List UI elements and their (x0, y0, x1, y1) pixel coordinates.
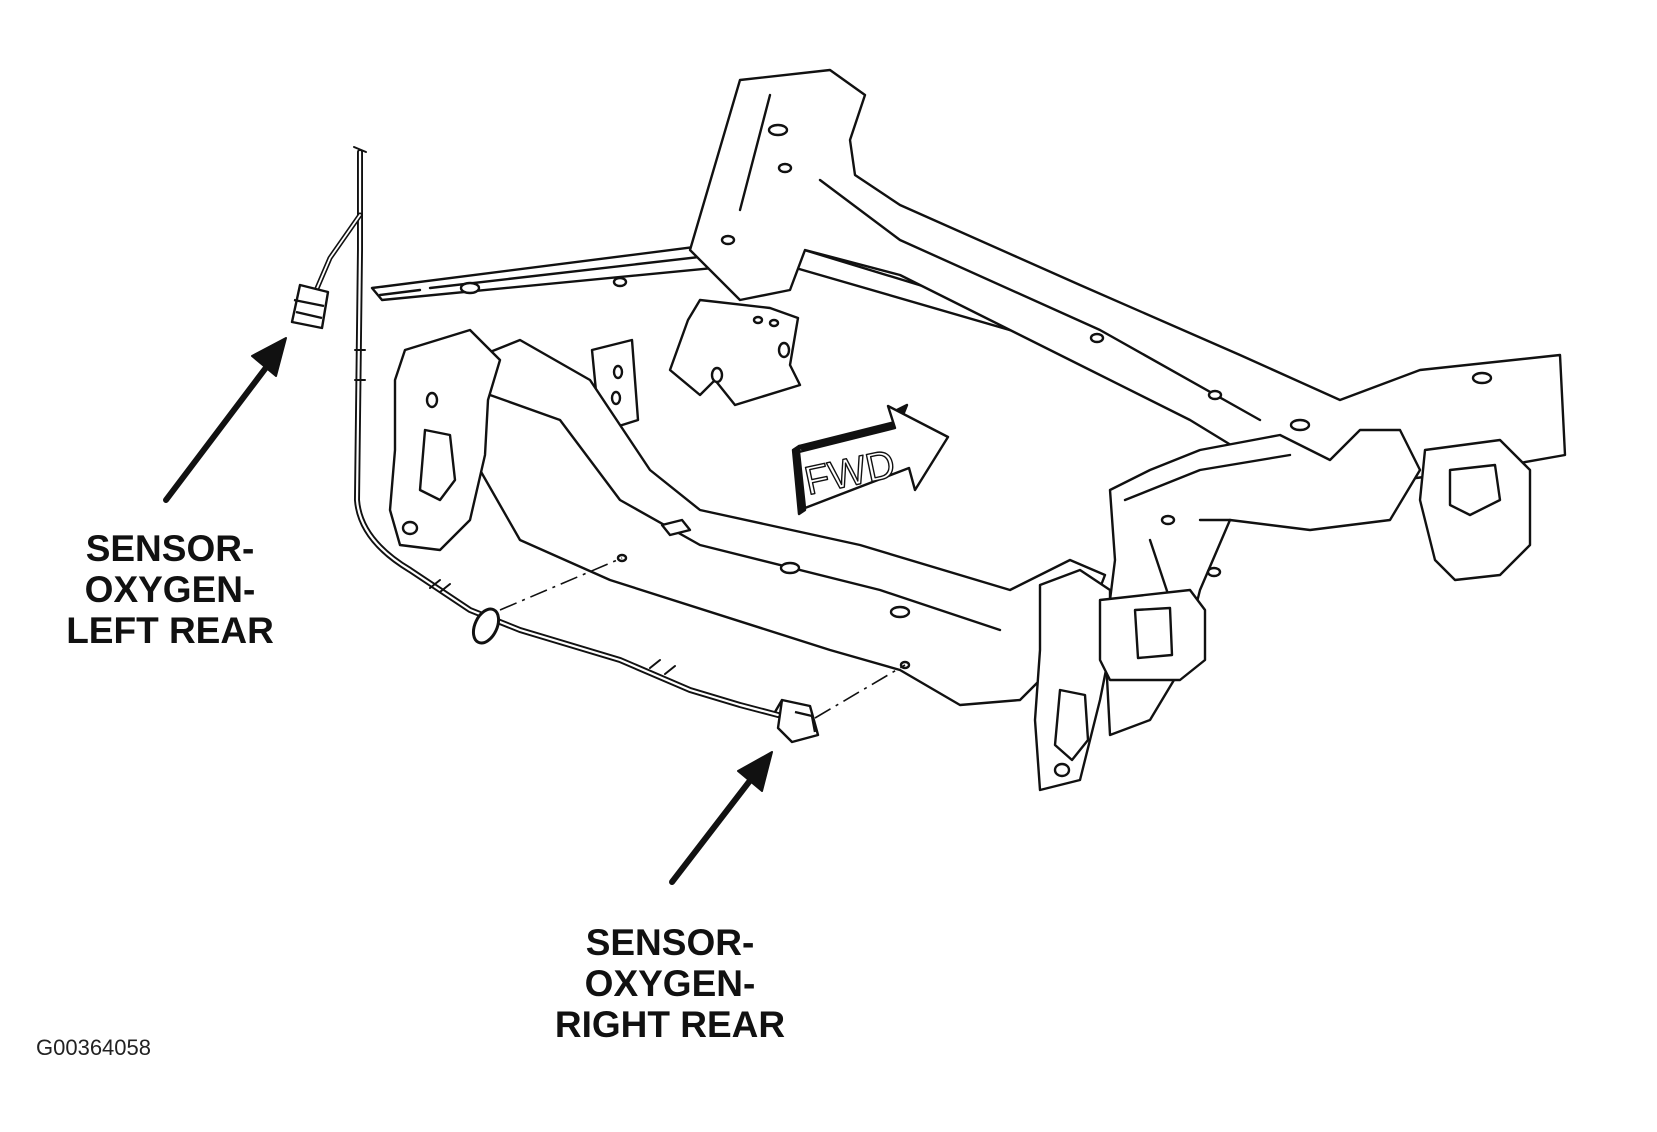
rail-hole (1289, 418, 1311, 432)
body-mount-cushion (1448, 463, 1502, 517)
rail-hole (1206, 566, 1222, 578)
pointer-arrows (163, 337, 773, 885)
center-bracket (668, 298, 802, 407)
label-sensor-oxygen-right-rear: SENSOR- OXYGEN- RIGHT REAR (525, 922, 815, 1045)
right-frame-rail (688, 68, 1567, 482)
label-left-line-2: OXYGEN- (84, 569, 256, 610)
bracket-hole (710, 366, 724, 384)
leg-hole (401, 520, 419, 536)
right-rail-inner-edge (738, 93, 1262, 422)
square-slot (660, 518, 692, 537)
bracket-hole (610, 390, 622, 406)
bracket-hole (752, 315, 764, 325)
arrow-to-left-connector (163, 362, 271, 503)
connector-left-rear-icon (290, 283, 330, 330)
rail-hole (777, 162, 793, 174)
harness-grommet (471, 607, 501, 645)
rail-hole (612, 276, 628, 288)
leg-hole (425, 391, 439, 409)
rail-hole (1089, 332, 1105, 344)
rail-hole (1207, 389, 1223, 401)
rail-hole (1160, 514, 1176, 526)
alignment-lines (499, 557, 906, 719)
oxygen-sensor-harness (309, 146, 781, 718)
crossmember-hole (889, 605, 911, 619)
rail-hole (720, 234, 736, 246)
harness-left-branch (309, 212, 363, 303)
bracket-hole (612, 364, 624, 380)
front-crossmember (468, 338, 1107, 707)
left-leg-cutout (418, 428, 457, 502)
label-sensor-oxygen-left-rear: SENSOR- OXYGEN- LEFT REAR (40, 528, 300, 651)
label-right-line-1: SENSOR- (585, 922, 755, 963)
crossmember-hole (779, 561, 801, 575)
arrow-head-right (737, 751, 773, 792)
label-right-line-2: OXYGEN- (584, 963, 756, 1004)
label-right-line-3: RIGHT REAR (554, 1004, 786, 1045)
body-mount-cylinder (1133, 606, 1174, 660)
figure-id: G00364058 (36, 1035, 151, 1060)
harness-top-end (353, 146, 367, 153)
leg-hole (1053, 762, 1071, 778)
rail-hole (459, 281, 481, 295)
right-rail-front-edge (1123, 453, 1292, 602)
bracket-hole (777, 341, 791, 359)
arrow-head-left (251, 337, 287, 377)
rail-hole (1471, 371, 1493, 385)
right-leg-cutout (1053, 688, 1090, 762)
label-left-line-1: SENSOR- (85, 528, 255, 569)
label-left-line-3: LEFT REAR (66, 610, 274, 651)
connector-right-rear-icon (773, 698, 820, 744)
arrow-to-right-connector (669, 775, 755, 885)
front-crossmember-edge (488, 393, 1002, 632)
rail-hole (767, 123, 789, 137)
fwd-arrow-icon: FWD (791, 403, 950, 516)
right-front-leg (1033, 568, 1112, 792)
right-rail-front (1103, 428, 1422, 737)
bracket-hole (768, 318, 780, 328)
